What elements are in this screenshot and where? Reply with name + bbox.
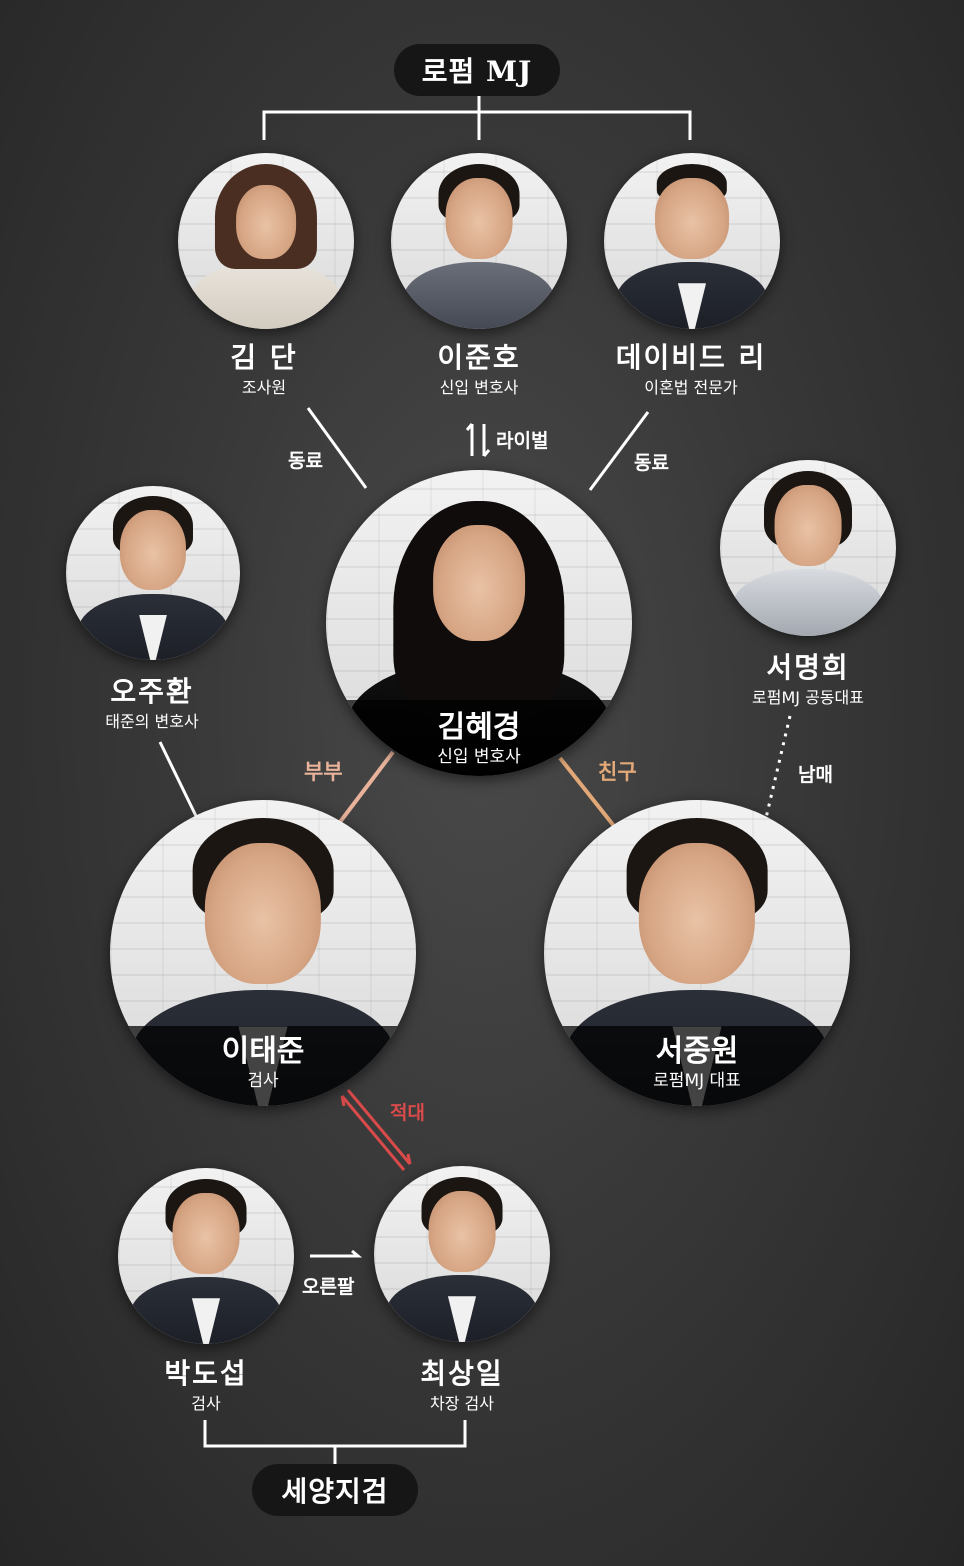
portrait-kimdan	[178, 153, 354, 329]
group-label-bottom: 세양지검	[252, 1464, 418, 1516]
name-david: 데이비드 리	[615, 341, 767, 374]
relation-right-hand: 오른팔	[302, 1276, 355, 1298]
role-leetaejun: 검사	[247, 1071, 279, 1091]
portrait-ojuhwan	[66, 486, 240, 660]
rival-arrows	[465, 423, 491, 457]
relation-colleague-left: 동료	[288, 450, 323, 472]
name-leetaejun: 이태준	[221, 1034, 305, 1069]
portrait-david	[604, 153, 780, 329]
portrait-seojoongwon: 서중원 로펌MJ 대표	[544, 800, 850, 1106]
role-parkdoseob: 검사	[191, 1394, 221, 1413]
relation-rival: 라이벌	[496, 430, 549, 452]
name-choisangil: 최상일	[420, 1357, 504, 1390]
role-choisangil: 차장 검사	[430, 1394, 494, 1413]
portrait-parkdoseob	[118, 1168, 294, 1344]
role-david: 이혼법 전문가	[644, 378, 738, 397]
role-kimhyekyung: 신입 변호사	[437, 747, 521, 767]
ojuhwan-line	[158, 741, 198, 817]
siblings-line	[764, 715, 792, 819]
name-kimdan: 김 단	[230, 341, 298, 374]
group-label-top: 로펌 MJ	[394, 44, 560, 96]
top-bracket	[262, 96, 692, 140]
portrait-leetaejun: 이태준 검사	[110, 800, 416, 1106]
name-kimhyekyung: 김혜경	[437, 710, 521, 745]
portrait-choisangil	[374, 1166, 550, 1342]
role-seojoongwon: 로펌MJ 대표	[653, 1071, 741, 1091]
portrait-seomyunghee	[720, 460, 896, 636]
enemy-arrows	[340, 1089, 412, 1171]
relation-siblings: 남매	[798, 764, 833, 786]
role-ojuhwan: 태준의 변호사	[105, 712, 199, 731]
relation-colleague-right: 동료	[634, 452, 669, 474]
bottom-bracket	[203, 1420, 467, 1464]
relation-friend: 친구	[598, 760, 637, 784]
name-seomyunghee: 서명희	[766, 651, 850, 684]
colleague-right-line	[588, 411, 650, 491]
name-ojuhwan: 오주환	[110, 675, 194, 708]
relation-spouse: 부부	[304, 760, 343, 784]
name-seojoongwon: 서중원	[655, 1034, 739, 1069]
colleague-left-line	[306, 407, 368, 489]
role-leejunho: 신입 변호사	[439, 378, 519, 397]
role-kimdan: 조사원	[241, 378, 287, 397]
relation-enemy: 적대	[390, 1102, 425, 1124]
portrait-kimhyekyung: 김혜경 신입 변호사	[326, 470, 632, 776]
portrait-leejunho	[391, 153, 567, 329]
name-parkdoseob: 박도섭	[164, 1357, 248, 1390]
role-seomyunghee: 로펌MJ 공동대표	[752, 688, 864, 707]
name-leejunho: 이준호	[437, 341, 521, 374]
right-hand-line	[310, 1249, 363, 1258]
